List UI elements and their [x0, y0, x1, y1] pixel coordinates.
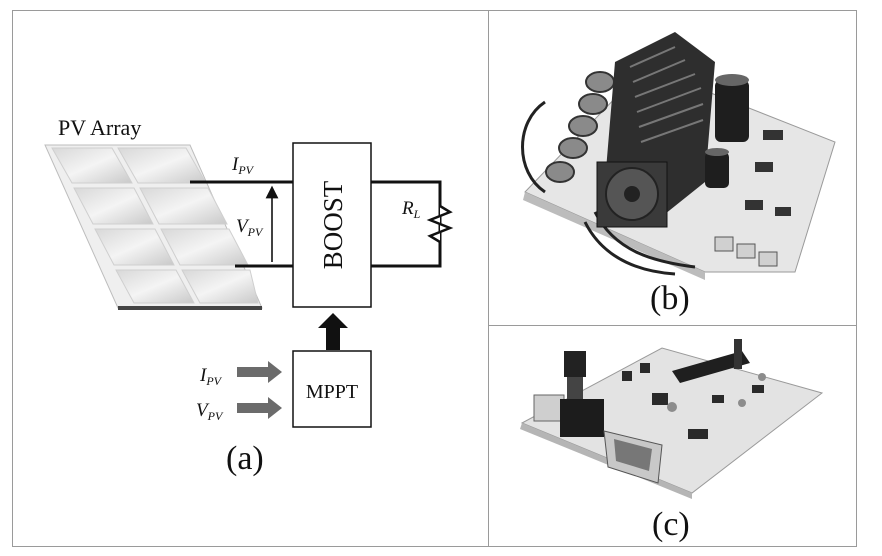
load-resistor — [426, 196, 454, 252]
control-arrow — [318, 313, 348, 350]
v-pv-main-label: VPV — [236, 216, 264, 239]
boost-block — [292, 142, 372, 308]
panel-a-caption: (a) — [226, 440, 264, 477]
pv-array-label: PV Array — [58, 115, 141, 140]
panel-c-frame — [488, 325, 857, 547]
mppt-board-photo — [520, 339, 824, 499]
i-pv-input-label: IPV — [199, 365, 223, 388]
mppt-input-arrows — [237, 361, 282, 419]
v-pv-input-label: VPV — [196, 400, 224, 423]
rl-label: RL — [401, 198, 421, 221]
mppt-block — [292, 350, 372, 428]
panel-b-caption: (b) — [650, 280, 690, 317]
boost-label: BOOST — [318, 180, 348, 269]
i-pv-main-label: IPV — [231, 154, 255, 177]
pv-array-graphic — [44, 144, 263, 310]
boost-board-photo — [521, 32, 836, 280]
mppt-label: MPPT — [306, 381, 358, 403]
panel-c-caption: (c) — [652, 506, 690, 543]
